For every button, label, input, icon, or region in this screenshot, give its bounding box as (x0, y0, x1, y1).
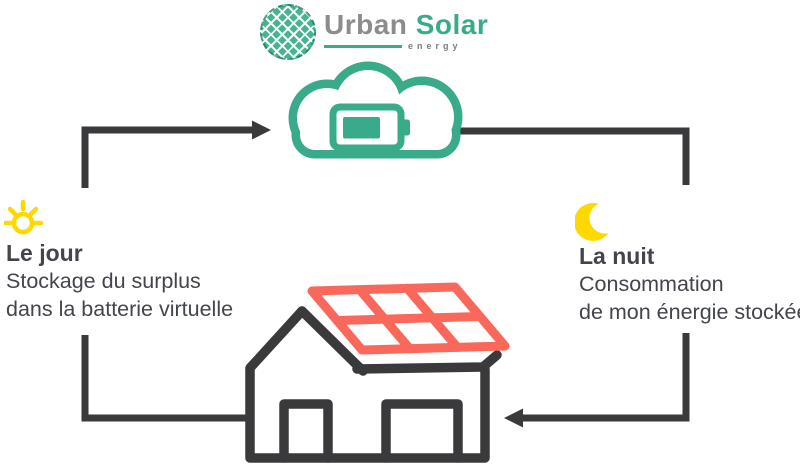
cloud-virtual-battery-icon (288, 61, 463, 159)
sun-icon (4, 199, 44, 235)
day-card-line1: Stockage du surplus (6, 269, 201, 293)
battery-icon (329, 103, 410, 152)
house-garage-door (381, 399, 463, 463)
solar-house-icon (245, 306, 502, 463)
brand-name-solar: Solar (415, 9, 489, 40)
brand-name-urban: Urban (324, 9, 408, 40)
solar-panel-icon (307, 282, 510, 355)
logo-rule (324, 44, 402, 48)
night-card: La nuit Consommation de mon énergie stoc… (573, 185, 800, 333)
day-card-title: Le jour (6, 240, 83, 266)
logo-subtitle: energy (408, 41, 462, 51)
night-card-title: La nuit (579, 243, 655, 269)
day-card: Le jour Stockage du surplus dans la batt… (0, 188, 234, 335)
urban-solar-logo: Urban Solar energy (260, 4, 488, 60)
house-door (279, 399, 333, 463)
day-card-line2: dans la batterie virtuelle (6, 297, 234, 321)
moon-icon (575, 202, 621, 241)
night-card-line1: Consommation (579, 272, 724, 296)
logo-wordmark: Urban Solar energy (324, 4, 488, 51)
night-card-line2: de mon énergie stockée (579, 300, 800, 324)
solar-globe-icon (260, 4, 316, 60)
